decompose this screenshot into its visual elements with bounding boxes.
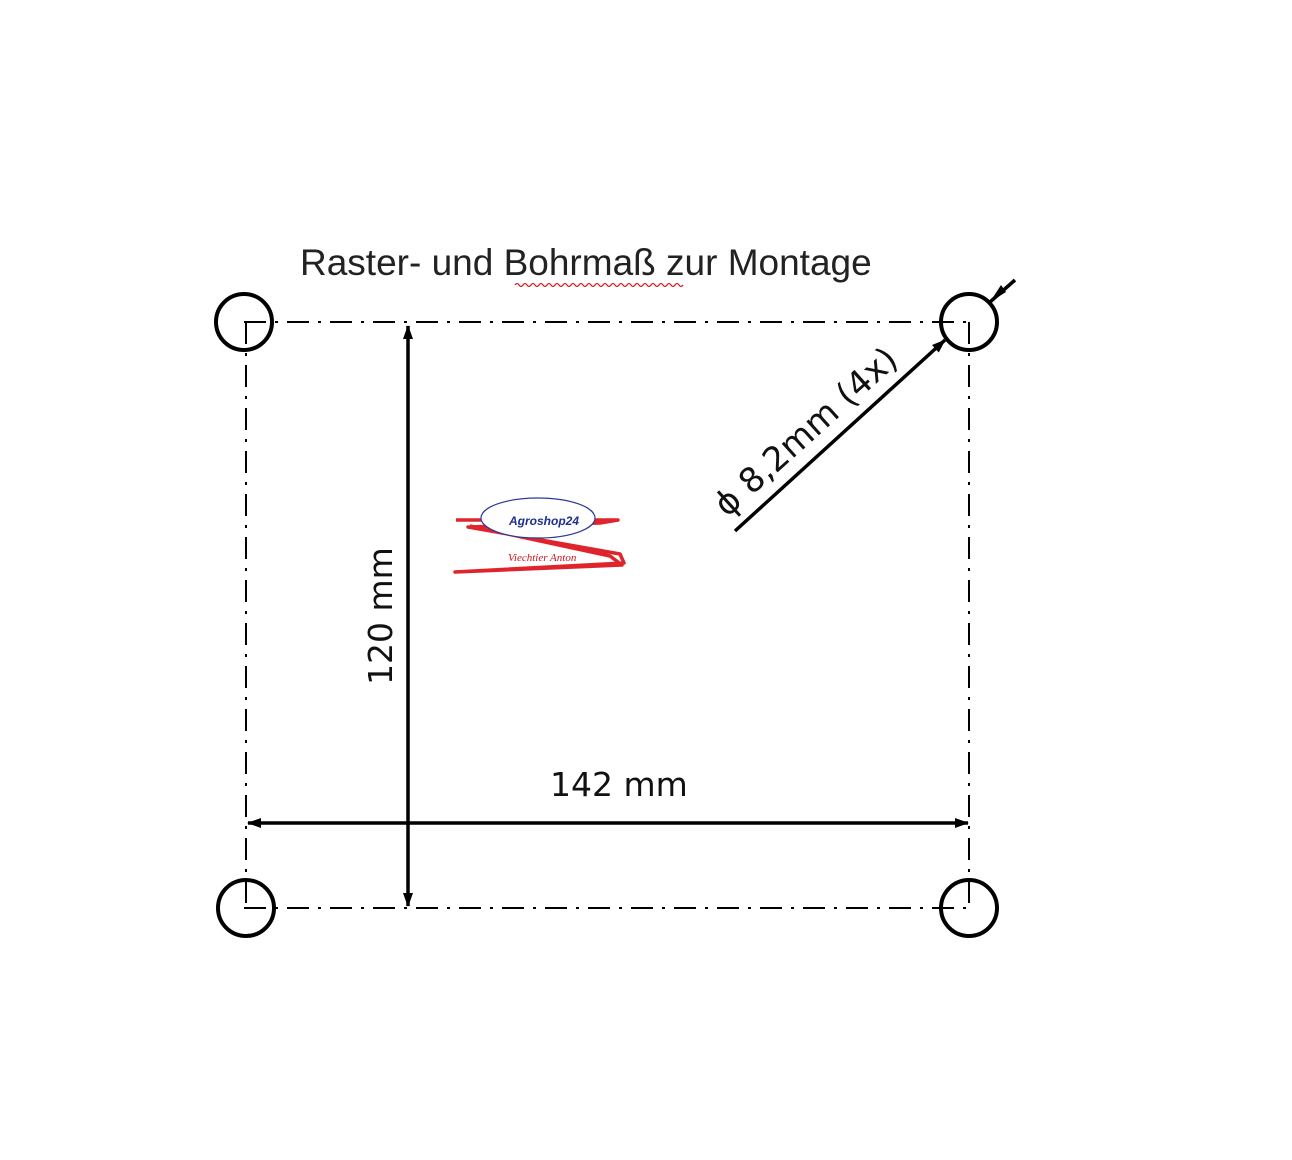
logo-ellipse [480,497,596,539]
hole-top-left [214,292,274,352]
diagram-title: Raster- und Bohrmaß zur Montage [300,242,872,283]
logo-swoosh [453,518,626,574]
height-dimension-label: 120 mm [361,547,400,685]
width-dimension-label: 142 mm [550,765,688,804]
hole-diameter-label: ϕ 8,2mm (4x) [706,339,906,524]
logo-brand-text: Agroshop24 [508,514,579,528]
diameter-outer-arrowhead [990,285,1006,302]
agroshop24-logo: Agroshop24 Viechtier Anton [453,497,626,574]
logo-tagline-text: Viechtier Anton [508,552,577,564]
hole-bottom-right [939,878,999,938]
spellcheck-underline [514,282,684,288]
hole-top-right [939,292,999,352]
hole-bottom-left [216,878,276,938]
diameter-leader-line [733,338,947,533]
